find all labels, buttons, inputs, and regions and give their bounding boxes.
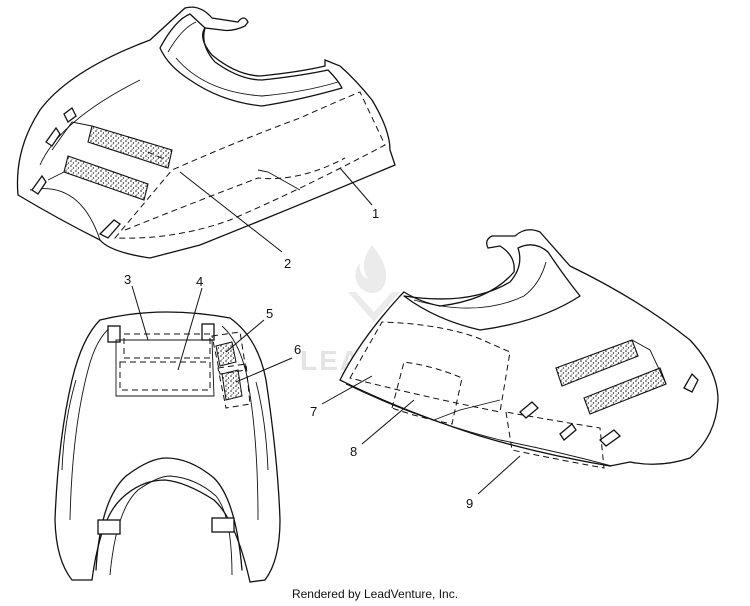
callout-3: 3 [124,272,131,287]
callout-9: 9 [466,496,473,511]
callout-4: 4 [196,274,203,289]
hood-side-view [339,229,719,469]
callout-2: 2 [284,256,291,271]
callout-1: 1 [372,206,379,221]
callout-8: 8 [350,444,357,459]
hood-front-view [54,311,281,583]
hood-top-view [16,6,396,259]
credit-text: Rendered by LeadVenture, Inc. [291,587,459,601]
callout-7: 7 [310,404,317,419]
callout-5: 5 [266,306,273,321]
callout-6: 6 [294,342,301,357]
